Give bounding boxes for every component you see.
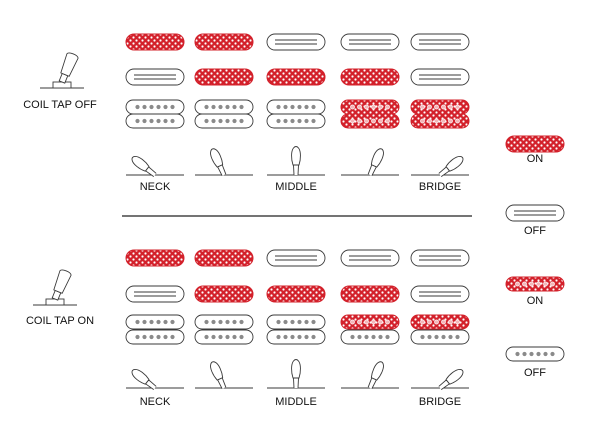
section-coil-tap-off: COIL TAP OFF NECK MIDDLE BRIDGE	[23, 33, 470, 193]
bridge-humbucker-coil-a-pos-5	[410, 314, 470, 330]
bridge-humbucker-coil-a-pos-4	[340, 99, 400, 115]
bridge-humbucker-coil-b-pos-5	[410, 113, 470, 129]
selector-switch-pos-5-icon	[411, 155, 469, 177]
middle-pickup-pos-2	[194, 285, 254, 303]
legend-coil-on-label: ON	[527, 295, 544, 307]
legend-single-off-label: OFF	[524, 225, 546, 237]
legend-single-off-icon	[505, 204, 565, 222]
selector-switch-pos-5-icon	[411, 368, 469, 390]
legend-coil-off: OFF	[505, 346, 565, 379]
bridge-humbucker-coil-b-pos-3	[266, 113, 326, 129]
bridge-humbucker-coil-b-pos-1	[125, 113, 185, 129]
bridge-humbucker-coil-b-pos-5	[410, 329, 470, 345]
position-label-3: MIDDLE	[275, 181, 317, 193]
bridge-humbucker-coil-b-pos-2	[194, 329, 254, 345]
legend-coil-on: ON	[505, 276, 565, 307]
bridge-humbucker-coil-a-pos-1	[125, 314, 185, 330]
bridge-humbucker-coil-b-pos-1	[125, 329, 185, 345]
selector-switch-pos-1-icon	[126, 155, 184, 177]
bridge-humbucker-coil-a-pos-2	[194, 99, 254, 115]
middle-pickup-pos-2	[194, 68, 254, 86]
legend-single-on-label: ON	[527, 153, 544, 165]
middle-pickup-pos-5	[410, 68, 470, 86]
middle-pickup-pos-4	[340, 285, 400, 303]
selector-switch-pos-4-icon	[341, 361, 399, 390]
neck-pickup-pos-1	[125, 33, 185, 51]
position-label-1: NECK	[140, 396, 171, 408]
bridge-humbucker-coil-b-pos-4	[340, 329, 400, 345]
middle-pickup-pos-3	[266, 285, 326, 303]
middle-pickup-pos-3	[266, 68, 326, 86]
pickup-grid-coil-tap-on: NECK MIDDLE BRIDGE	[125, 249, 470, 408]
bridge-humbucker-coil-b-pos-3	[266, 329, 326, 345]
position-label-3: MIDDLE	[275, 396, 317, 408]
selector-switch-pos-1-icon	[126, 368, 184, 390]
middle-pickup-pos-4	[340, 68, 400, 86]
bridge-humbucker-coil-a-pos-1	[125, 99, 185, 115]
legend: ON OFF ON OFF	[505, 135, 565, 379]
bridge-humbucker-coil-b-pos-4	[340, 113, 400, 129]
coil-tap-on-toggle-icon	[33, 269, 77, 306]
middle-pickup-pos-5	[410, 285, 470, 303]
position-label-1: NECK	[140, 181, 171, 193]
neck-pickup-pos-5	[410, 249, 470, 267]
coil-tap-off-label: COIL TAP OFF	[23, 99, 97, 111]
middle-pickup-pos-1	[125, 68, 185, 86]
neck-pickup-pos-5	[410, 33, 470, 51]
selector-switch-pos-2-icon	[195, 361, 253, 390]
bridge-humbucker-coil-a-pos-4	[340, 314, 400, 330]
neck-pickup-pos-4	[340, 249, 400, 267]
legend-single-off: OFF	[505, 204, 565, 237]
legend-coil-off-icon	[505, 346, 565, 362]
section-coil-tap-on: COIL TAP ON NECK MIDDLE BRIDGE	[26, 249, 470, 408]
selector-switch-pos-3-icon	[267, 146, 325, 176]
legend-single-on: ON	[505, 135, 565, 165]
bridge-humbucker-coil-a-pos-3	[266, 314, 326, 330]
coil-tap-off-toggle-icon	[40, 52, 84, 89]
neck-pickup-pos-4	[340, 33, 400, 51]
selector-switch-pos-3-icon	[267, 359, 325, 389]
neck-pickup-pos-3	[266, 33, 326, 51]
neck-pickup-pos-2	[194, 33, 254, 51]
position-label-5: BRIDGE	[419, 181, 461, 193]
position-label-5: BRIDGE	[419, 396, 461, 408]
selector-switch-pos-4-icon	[341, 148, 399, 177]
neck-pickup-pos-3	[266, 249, 326, 267]
neck-pickup-pos-2	[194, 249, 254, 267]
bridge-humbucker-coil-b-pos-2	[194, 113, 254, 129]
bridge-humbucker-coil-a-pos-3	[266, 99, 326, 115]
selector-switch-pos-2-icon	[195, 148, 253, 177]
legend-coil-on-icon	[505, 276, 565, 292]
bridge-humbucker-coil-a-pos-2	[194, 314, 254, 330]
legend-single-on-icon	[505, 135, 565, 153]
legend-coil-off-label: OFF	[524, 367, 546, 379]
neck-pickup-pos-1	[125, 249, 185, 267]
pickup-grid-coil-tap-off: NECK MIDDLE BRIDGE	[125, 33, 470, 193]
bridge-humbucker-coil-a-pos-5	[410, 99, 470, 115]
middle-pickup-pos-1	[125, 285, 185, 303]
coil-tap-on-label: COIL TAP ON	[26, 315, 94, 327]
